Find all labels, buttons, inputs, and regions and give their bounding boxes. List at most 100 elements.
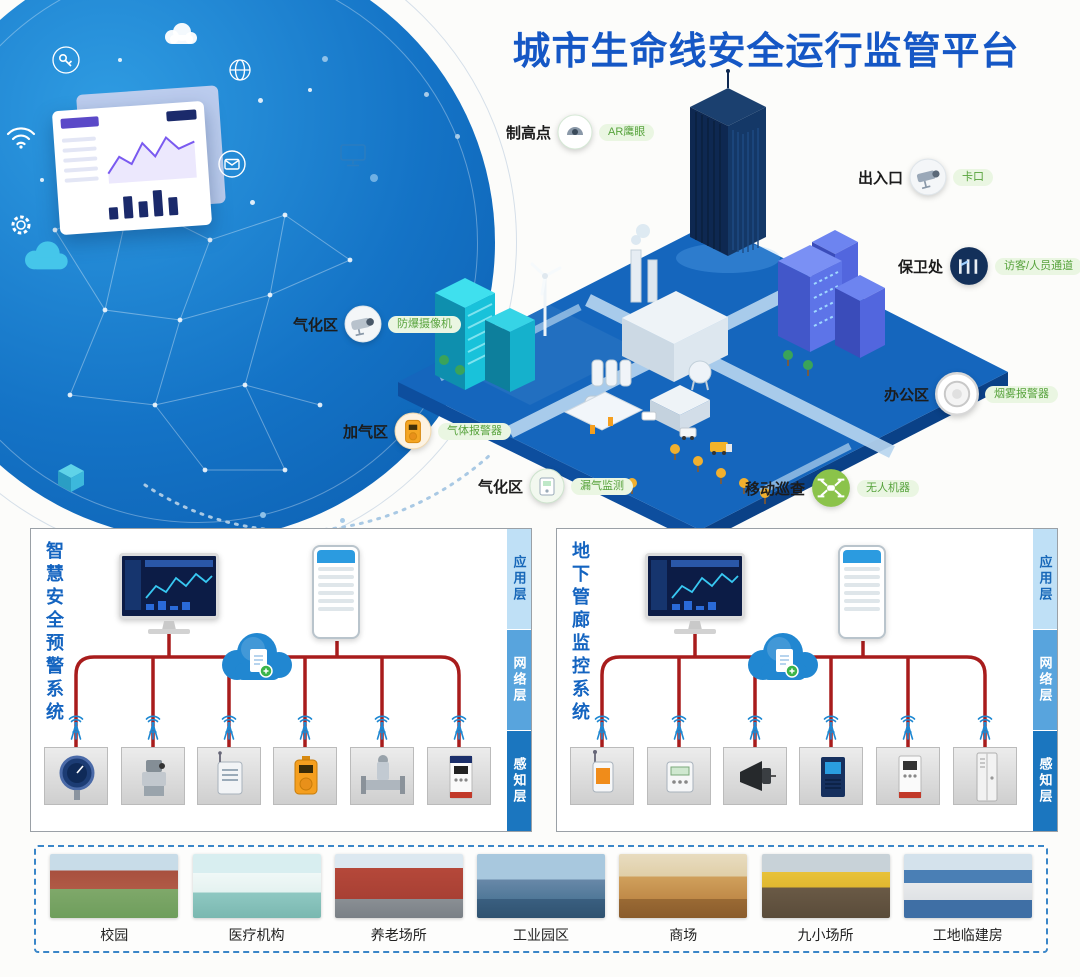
mobile-phone (838, 545, 886, 639)
layer-network: 网络层 (507, 630, 531, 731)
page-title: 城市生命线安全运行监管平台 (512, 31, 1020, 73)
dot (258, 98, 263, 103)
dome-camera-icon (557, 114, 593, 150)
dot (455, 134, 460, 139)
phone-app-header (843, 550, 881, 563)
bar-chart (108, 189, 179, 220)
monitor-stand (162, 621, 176, 630)
dot (250, 200, 255, 205)
cloud-platform-icon (209, 625, 305, 693)
label-tag: 气体报警器 (438, 422, 512, 440)
dashboard-on-screen (651, 560, 739, 610)
place-nine-small-venues: 九小场所 (761, 853, 890, 945)
panel-underground-pipe-gallery: 地下管廊监控系统 (556, 528, 1058, 832)
layer-strip: 应用层 网络层 感知层 (1033, 529, 1057, 831)
gas-detector-device (273, 747, 337, 805)
place-photo (334, 853, 463, 918)
antenna-icon (145, 715, 161, 741)
phone-app-row (318, 567, 354, 571)
antenna-icon (221, 715, 237, 741)
network-constellation (52, 197, 353, 473)
smart-meter-device (647, 747, 711, 805)
place-photo (761, 853, 890, 918)
dashboard-list-line (64, 176, 99, 183)
phone-app-row (318, 599, 354, 603)
phone-app-row (318, 607, 354, 611)
cloud-platform-icon (735, 625, 831, 693)
panel-title: 地下管廊监控系统 (570, 541, 590, 725)
antenna-icon (900, 715, 916, 741)
dot (322, 56, 328, 62)
dot (340, 518, 345, 523)
place-label: 养老场所 (370, 926, 427, 943)
alarm-control-panel-device (427, 747, 491, 805)
antenna-icon (374, 715, 390, 741)
city-label-qihuaqu-1: 气化区 防爆摄像机 (293, 305, 462, 343)
place-label: 工业园区 (513, 926, 569, 943)
wifi-icon (4, 124, 38, 155)
label-name: 移动巡查 (745, 480, 806, 498)
dashboard-list-line (63, 166, 99, 173)
place-photo (50, 853, 179, 918)
label-name: 制高点 (506, 124, 552, 142)
leak-monitor-icon (529, 468, 565, 504)
label-tag: 漏气监测 (571, 477, 634, 495)
place-label: 医疗机构 (228, 926, 285, 943)
place-label: 九小场所 (797, 926, 854, 943)
monitoring-host-device (799, 747, 863, 805)
city-label-baoweichu: 保卫处 访客/人员通道 (898, 246, 1080, 286)
place-photo (619, 853, 748, 918)
place-industrial-park: 工业园区 (477, 853, 605, 945)
gas-alarm-icon (394, 412, 432, 450)
label-name: 保卫处 (898, 258, 944, 276)
phone-app-row (318, 583, 354, 587)
label-tag: AR鹰眼 (599, 123, 655, 141)
layer-strip: 应用层 网络层 感知层 (507, 529, 531, 831)
label-name: 加气区 (343, 423, 389, 441)
place-mall: 商场 (619, 853, 748, 945)
key-icon (52, 46, 80, 79)
monitor-stand (688, 621, 702, 630)
phone-app-header (317, 550, 355, 563)
label-tag: 烟雾报警器 (985, 385, 1059, 403)
antenna-icon (977, 715, 993, 741)
email-icon (218, 150, 246, 183)
dashboard-list-line (61, 136, 96, 143)
antenna-icon (823, 715, 839, 741)
layer-application: 应用层 (1033, 529, 1057, 630)
monitor-base (148, 629, 190, 634)
dot (118, 58, 122, 62)
city-label-gaodian: 制高点 AR鹰眼 (506, 114, 655, 150)
panel-title: 智慧安全预警系统 (44, 541, 64, 725)
place-photo (192, 853, 321, 918)
place-medical: 医疗机构 (192, 853, 321, 945)
label-name: 出入口 (858, 169, 904, 187)
visitor-channel-icon (949, 246, 989, 286)
label-name: 气化区 (478, 478, 524, 496)
phone-app-row (318, 575, 354, 579)
antenna-icon (451, 715, 467, 741)
place-photo (903, 853, 1032, 918)
pressure-gauge-device (44, 747, 108, 805)
cube-icon (56, 462, 86, 499)
place-label: 工地临建房 (932, 926, 1003, 943)
label-tag: 防爆摄像机 (388, 315, 462, 333)
label-tag: 卡口 (953, 168, 994, 186)
city-label-bangongqu: 办公区 烟雾报警器 (884, 372, 1059, 416)
city-label-jiaqiqu: 加气区 气体报警器 (343, 412, 512, 450)
bullet-camera-icon (909, 158, 947, 196)
explosion-proof-camera-icon (344, 305, 382, 343)
dashboard-card (51, 100, 213, 236)
phone-app-row (844, 607, 880, 611)
phone-app-row (844, 567, 880, 571)
place-construction-site-housing: 工地临建房 (903, 853, 1032, 945)
pipeline-valve-device (350, 747, 414, 805)
phone-app-row (844, 591, 880, 595)
label-tag: 无人机器 (857, 479, 920, 497)
dot (40, 178, 44, 182)
phone-app-row (318, 591, 354, 595)
dashboard-list-line (62, 146, 97, 153)
place-elderly-care: 养老场所 (334, 853, 463, 945)
dashboard-on-screen (125, 560, 213, 610)
teal-cloud-icon (18, 240, 72, 277)
